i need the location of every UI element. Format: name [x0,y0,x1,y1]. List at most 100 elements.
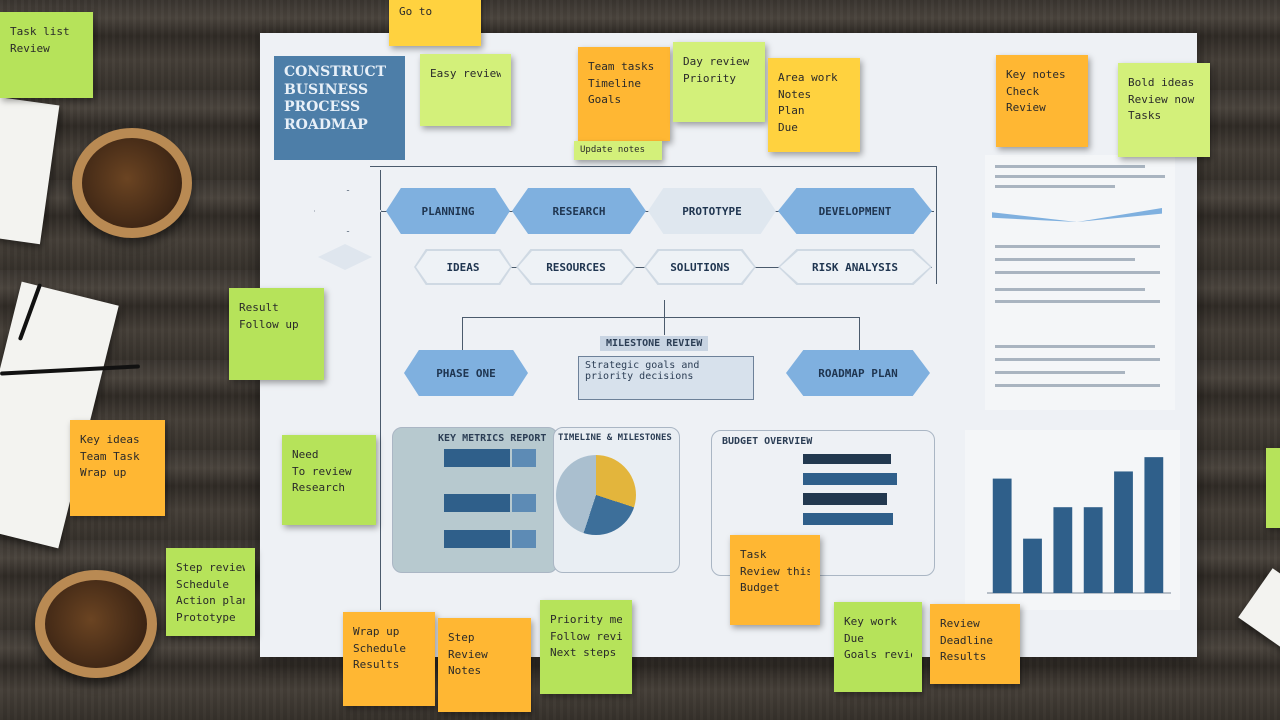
note-line: Team tasks [588,60,655,73]
doc-stripe [995,258,1135,261]
note-line: Deadline [940,633,993,647]
doc-stripe [995,384,1160,387]
note-line: Review [940,617,980,630]
note-line: Tasks [1128,109,1162,122]
note-line: Task list [10,25,70,38]
note-line: Review [448,647,488,661]
note-line: Notes [448,664,482,677]
header-line-4: ROADMAP [284,116,368,133]
note-line: Key notes [1006,68,1066,81]
doc-stripe [995,288,1145,291]
note-line: Need [292,448,319,461]
doc-stripe [995,345,1155,348]
sticky-note-edge [1266,448,1280,528]
flow-node-planning: PLANNING [386,188,510,234]
note-line: Review [1006,101,1046,114]
note-line: Easy review [430,67,501,80]
coffee-cup-top [72,128,192,238]
note-line: Day review [683,55,750,68]
connector-left [380,170,381,610]
note-line: Key ideas [80,433,140,446]
note-line: To review [292,464,352,478]
note-line: Review [10,41,50,55]
note-line: Result [239,301,279,314]
connector-right [936,166,937,284]
note-line: Review this [740,564,810,578]
metrics-bar-4 [512,494,536,512]
note-line: Follow review [550,629,622,643]
note-line: Results [940,650,987,663]
flow-node-resources: RESOURCES [516,249,636,285]
chart-bar-6 [1144,457,1164,593]
metrics-bar-6 [512,530,536,548]
note-line: Area work [778,71,838,84]
sticky-note: Update notes [574,141,662,160]
milestone-review-box: Strategic goals and priority decisions [578,356,754,400]
note-line: Wrap up [80,466,127,479]
metrics-bar-5 [444,530,510,548]
header-line-3: PROCESS [284,99,361,115]
note-line: Update notes [580,145,646,155]
note-line: Next steps [550,646,617,659]
note-line: Due [844,631,864,645]
doc-stripe [995,271,1160,274]
chart-bar-3 [1053,507,1073,593]
budget-bar-2 [803,473,897,485]
note-line: Wrap up [353,625,400,638]
connector-branch [462,317,860,318]
bar-chart [987,457,1171,594]
coffee-cup-bottom [35,570,157,678]
note-line: Team Task [80,449,140,463]
note-line: Schedule [176,577,229,591]
sticky-note: Go to [389,0,481,46]
chart-bar-2 [1023,538,1042,593]
doc-stripe [995,371,1125,374]
note-line: Research [292,481,345,494]
doc-stripe [995,175,1165,178]
note-line: Check [1006,84,1040,98]
note-line: Action plan [176,594,245,607]
sticky-note: Easy review [420,54,511,126]
doc-stripe [995,300,1160,303]
flow-node-ideas: IDEAS [414,249,512,285]
note-line: Goals [588,93,622,106]
milestone-review-line-2: Strategic goals and [585,360,700,371]
note-line: Goals review [844,648,912,661]
note-line: Timeline [588,76,641,90]
note-line: Go to [399,5,433,18]
note-line: Results [353,658,400,671]
flow-node-solutions: SOLUTIONS [644,249,756,285]
note-line: Step review [176,561,245,574]
note-line: Schedule [353,641,406,655]
connector-branch-right [859,317,860,357]
right-document-area [985,155,1175,410]
doc-stripe [995,245,1160,248]
note-line: Notes [778,87,812,101]
flow-node-risk-analysis: RISK ANALYSIS [778,249,932,285]
budget-bar-4 [803,513,893,525]
note-line: Budget [740,581,780,594]
flow-node-roadmap-plan: ROADMAP PLAN [786,350,930,396]
doc-stripe [995,165,1145,168]
chart-bar-1 [992,478,1012,593]
header-block: CONSTRUCT BUSINESS PROCESS ROADMAP [274,56,405,160]
flow-node-phase-one: PHASE ONE [404,350,528,396]
metrics-bar-3 [444,494,510,512]
connector-branch-left [462,317,463,357]
chart-bar-4 [1083,507,1103,593]
flow-node-prototype: PROTOTYPE [648,188,776,234]
connector-branch-center [664,300,665,335]
metrics-panel-title: KEY METRICS REPORT [438,433,547,444]
